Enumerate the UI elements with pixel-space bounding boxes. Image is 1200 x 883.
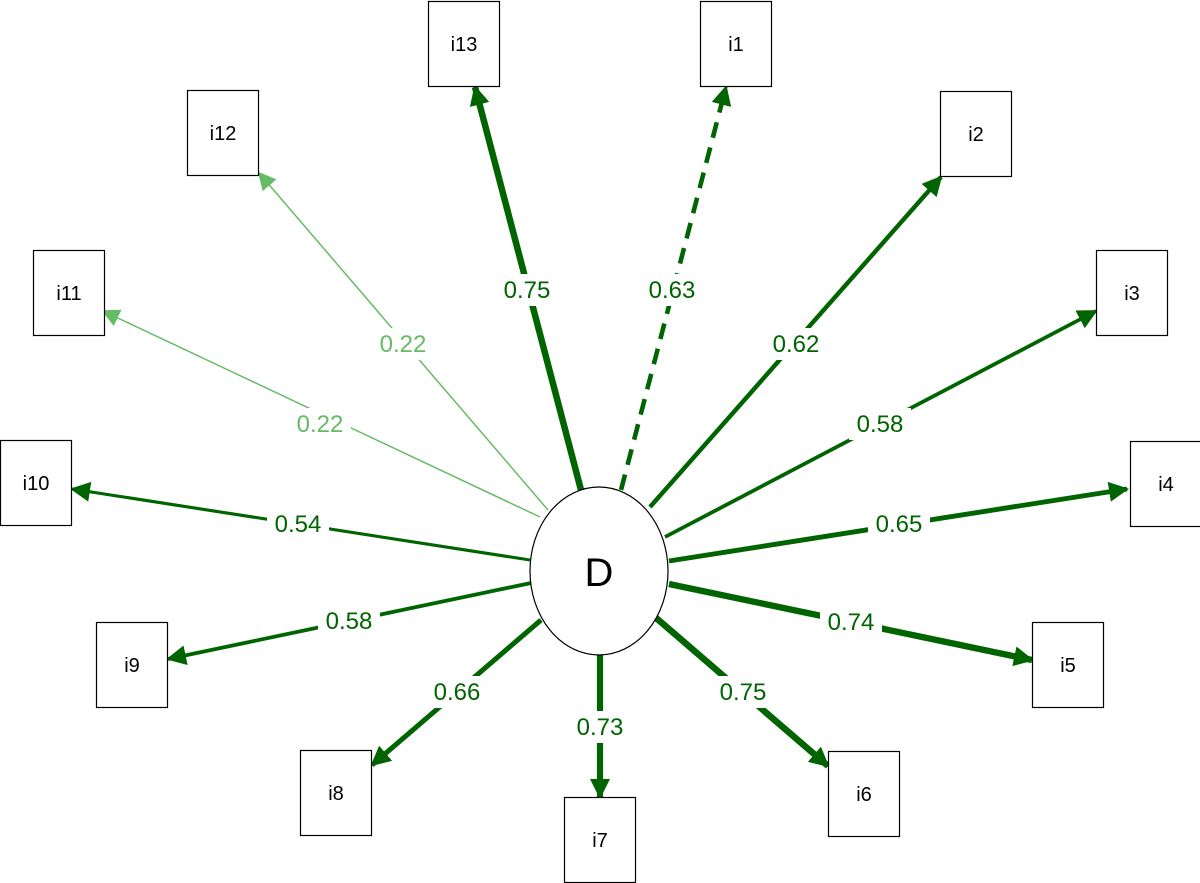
loading-label-i5: 0.74 — [820, 606, 882, 638]
item-node-i11: i11 — [32, 249, 106, 337]
item-node-i3: i3 — [1095, 249, 1169, 337]
item-box — [939, 90, 1013, 178]
loading-value: 0.75 — [720, 679, 767, 706]
loading-labels: 0.63 0.62 0.58 0.65 0.74 0.75 0.73 0.66 0.58 0.54… — [267, 274, 930, 743]
item-box — [1129, 440, 1200, 528]
loading-label-i8: 0.66 — [426, 676, 488, 708]
item-label: i10 — [23, 473, 50, 495]
item-label: i2 — [968, 124, 984, 146]
item-box — [699, 0, 773, 88]
loading-label-bg — [372, 328, 434, 360]
loading-label-i7: 0.73 — [569, 711, 631, 743]
loading-value: 0.66 — [434, 679, 481, 706]
loading-label-i2: 0.62 — [765, 328, 827, 360]
loading-label-bg — [569, 711, 631, 743]
loading-value: 0.22 — [380, 331, 427, 358]
item-box — [827, 750, 901, 838]
item-box — [1031, 621, 1105, 709]
item-node-i5: i5 — [1031, 621, 1105, 709]
item-label: i7 — [592, 830, 608, 852]
item-node-i1: i1 — [699, 0, 773, 88]
loading-label-i4: 0.65 — [868, 508, 930, 540]
loading-label-i6: 0.75 — [712, 676, 774, 708]
item-node-i4: i4 — [1129, 440, 1200, 528]
loading-label-bg — [318, 605, 380, 637]
item-node-i2: i2 — [939, 90, 1013, 178]
item-node-i7: i7 — [563, 796, 637, 883]
item-node-i8: i8 — [299, 749, 373, 837]
loading-label-i13: 0.75 — [496, 274, 558, 306]
loading-value: 0.75 — [504, 277, 551, 304]
item-node-i6: i6 — [827, 750, 901, 838]
item-label: i11 — [56, 283, 81, 305]
loading-value: 0.58 — [857, 411, 904, 438]
item-label: i8 — [328, 783, 344, 805]
loading-label-i11: 0.22 — [289, 408, 351, 440]
item-box — [95, 621, 169, 709]
item-label: i3 — [1124, 283, 1140, 305]
loading-label-bg — [868, 508, 930, 540]
item-label: i12 — [210, 123, 237, 145]
item-node-i9: i9 — [95, 621, 169, 709]
loading-value: 0.63 — [649, 277, 696, 304]
loading-label-i12: 0.22 — [372, 328, 434, 360]
loading-label-bg — [267, 508, 329, 540]
loading-label-bg — [712, 676, 774, 708]
item-label: i5 — [1060, 655, 1076, 677]
item-label: i13 — [451, 34, 478, 56]
item-node-i10: i10 — [0, 439, 73, 527]
factor-label: D — [585, 551, 614, 595]
loading-label-i3: 0.58 — [849, 408, 911, 440]
item-box — [0, 439, 73, 527]
loading-edges — [70, 85, 1129, 799]
loading-value: 0.65 — [876, 511, 923, 538]
loading-value: 0.62 — [773, 331, 820, 358]
item-label: i1 — [728, 34, 744, 56]
loading-label-bg — [496, 274, 558, 306]
loading-label-bg — [289, 408, 351, 440]
factor-ellipse — [529, 486, 669, 656]
loading-label-bg — [426, 676, 488, 708]
loading-label-i1: 0.63 — [641, 274, 703, 306]
item-box — [186, 89, 260, 177]
item-box — [299, 749, 373, 837]
loading-label-bg — [641, 274, 703, 306]
loading-value: 0.58 — [326, 608, 373, 635]
factor-node: D — [529, 486, 669, 656]
loading-value: 0.54 — [275, 511, 322, 538]
loading-value: 0.73 — [577, 714, 624, 741]
loading-label-bg — [820, 606, 882, 638]
loading-label-i9: 0.58 — [318, 605, 380, 637]
item-label: i9 — [124, 655, 140, 677]
item-box — [1095, 249, 1169, 337]
item-box — [427, 0, 501, 88]
loading-label-i10: 0.54 — [267, 508, 329, 540]
item-node-i12: i12 — [186, 89, 260, 177]
item-box — [32, 249, 106, 337]
item-box — [563, 796, 637, 883]
loading-label-bg — [849, 408, 911, 440]
loading-value: 0.22 — [297, 411, 344, 438]
loading-value: 0.74 — [828, 609, 875, 636]
item-label: i6 — [856, 784, 872, 806]
item-label: i4 — [1158, 474, 1174, 496]
item-node-i13: i13 — [427, 0, 501, 88]
loading-label-bg — [765, 328, 827, 360]
